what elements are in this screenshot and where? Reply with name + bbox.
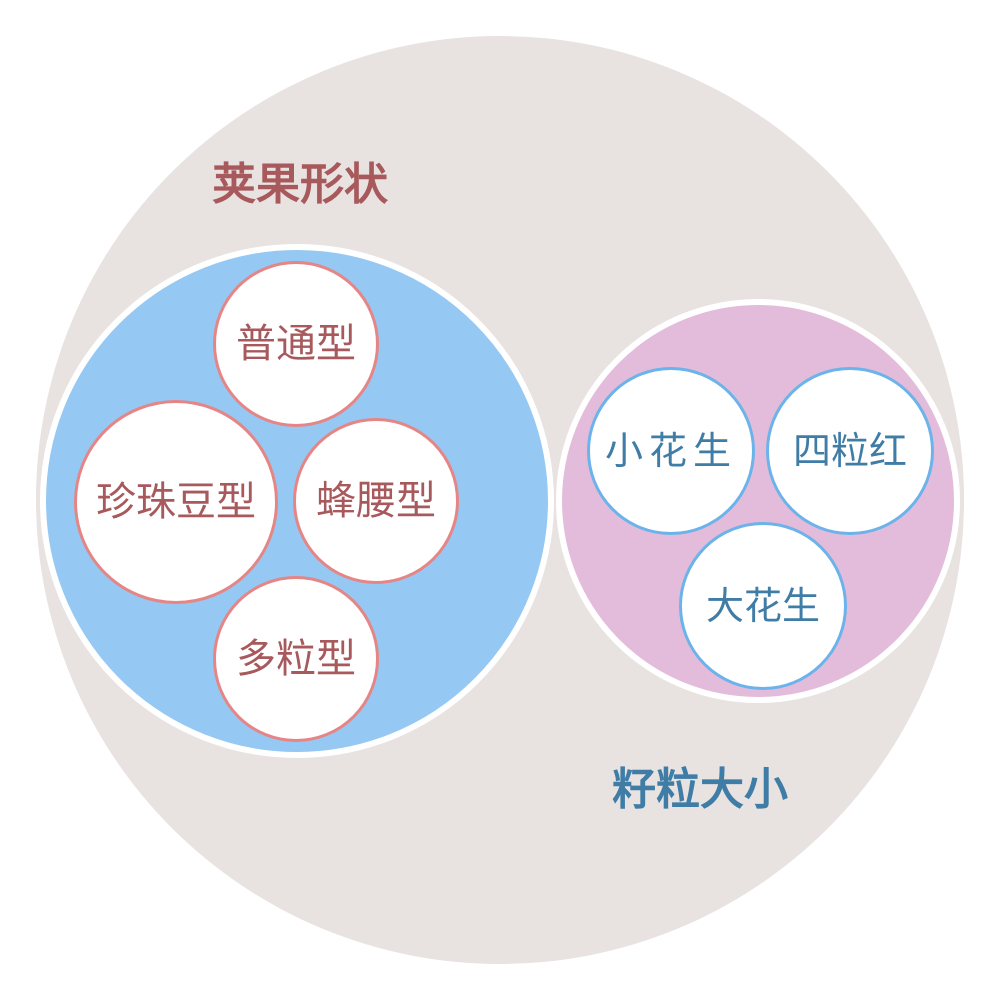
leaf-circle-four-seed-red: 四粒红 [766,367,934,535]
leaf-circle-multi-seed-type: 多粒型 [213,576,379,742]
leaf-circle-large-peanut: 大花生 [679,522,847,690]
group-title-pod-shape: 荚果形状 [212,159,388,210]
leaf-circle-wasp-waist-type: 蜂腰型 [293,418,459,584]
leaf-circle-pearl-bean-type: 珍珠豆型 [74,400,278,604]
leaf-circle-normal-type: 普通型 [213,261,379,427]
group-title-seed-size: 籽粒大小 [612,764,788,815]
leaf-circle-small-peanut: 小花生 [587,367,755,535]
